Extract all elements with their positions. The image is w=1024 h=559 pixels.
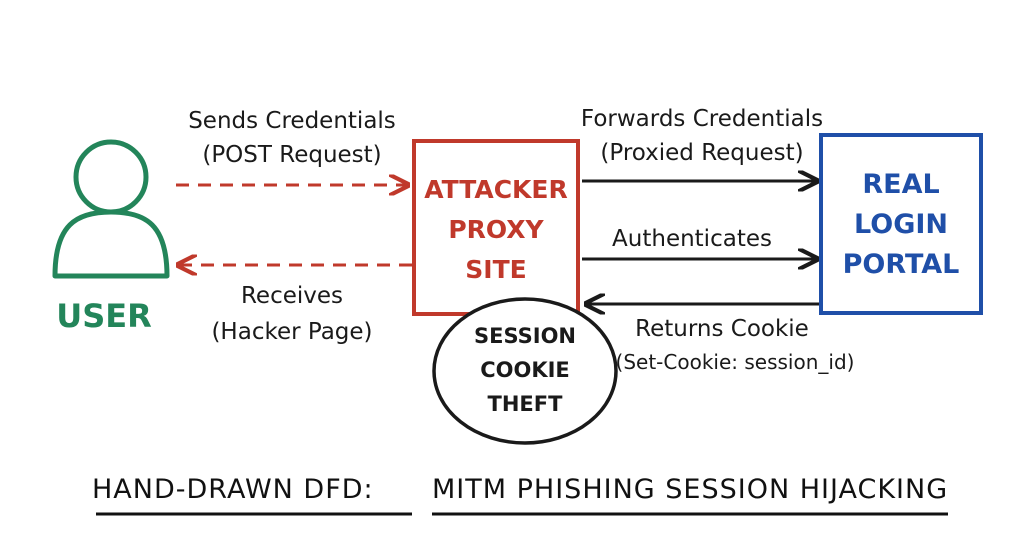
- flow-authenticates: Authenticates: [582, 226, 815, 259]
- flow-sends-credentials: Sends Credentials (POST Request): [176, 108, 406, 185]
- forwards-label-1: Forwards Credentials: [581, 106, 823, 132]
- portal-line-2: LOGIN: [854, 209, 948, 240]
- forwards-label-2: (Proxied Request): [600, 140, 803, 166]
- sends-label-2: (POST Request): [202, 142, 381, 168]
- portal-line-3: PORTAL: [843, 249, 960, 280]
- sends-label-1: Sends Credentials: [188, 108, 396, 134]
- attacker-line-2: PROXY: [448, 215, 544, 244]
- user-label: USER: [56, 297, 152, 335]
- theft-line-3: THEFT: [488, 392, 564, 416]
- theft-line-1: SESSION: [474, 324, 576, 348]
- receives-label-1: Receives: [241, 283, 343, 309]
- person-icon: [52, 139, 170, 279]
- attacker-line-3: SITE: [465, 255, 526, 284]
- returns-label-1: Returns Cookie: [635, 316, 809, 342]
- theft-line-2: COOKIE: [480, 358, 570, 382]
- portal-line-1: REAL: [862, 169, 939, 200]
- session-cookie-theft: SESSION COOKIE THEFT: [432, 297, 618, 445]
- flow-returns-cookie: Returns Cookie (Set-Cookie: session_id): [588, 304, 854, 374]
- authenticates-label: Authenticates: [612, 226, 772, 252]
- attacker-proxy-site: ATTACKER PROXY SITE: [412, 139, 580, 316]
- diagram-title: HAND-DRAWN DFD: MITM PHISHING SESSION HI…: [92, 474, 948, 516]
- title-part-2: MITM PHISHING SESSION HIJACKING: [432, 474, 948, 505]
- flow-forwards-credentials: Forwards Credentials (Proxied Request): [581, 106, 823, 181]
- attacker-line-1: ATTACKER: [424, 175, 568, 204]
- receives-label-2: (Hacker Page): [211, 319, 372, 345]
- returns-label-2: (Set-Cookie: session_id): [616, 350, 855, 374]
- flow-receives-hacker-page: Receives (Hacker Page): [180, 265, 412, 345]
- user-entity: USER: [52, 139, 170, 335]
- title-part-1: HAND-DRAWN DFD:: [92, 474, 374, 505]
- real-login-portal: REAL LOGIN PORTAL: [819, 133, 983, 315]
